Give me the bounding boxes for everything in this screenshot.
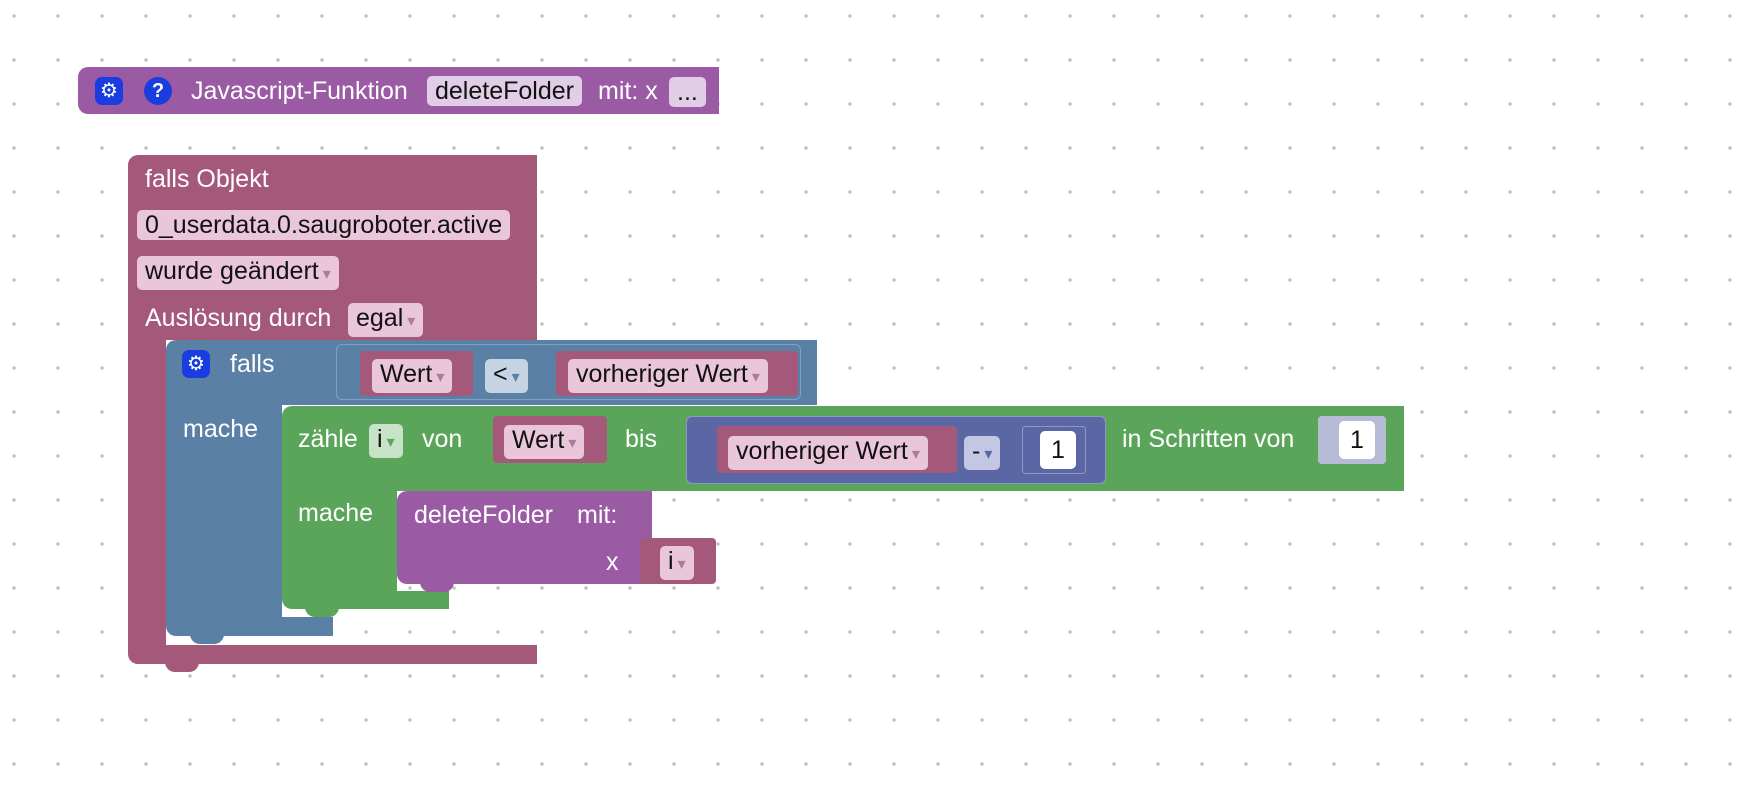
loop-variable-value: i	[377, 425, 383, 453]
call-mit-label: mit:	[577, 501, 618, 529]
loop-variable-dropdown[interactable]: i▾	[369, 424, 403, 458]
loop-from-dropdown[interactable]: Wert▾	[504, 425, 585, 459]
loop-to-label: bis	[625, 425, 657, 453]
function-call-block[interactable]	[397, 491, 652, 584]
loop-step-number-field[interactable]: 1	[1339, 421, 1375, 459]
trigger-header: falls Objekt	[145, 165, 269, 193]
trigger-block-left-arm	[128, 340, 166, 645]
trigger-block[interactable]	[128, 155, 537, 340]
compare-right-dropdown[interactable]: vorheriger Wert▾	[568, 359, 768, 393]
compare-operator-value: <	[493, 360, 508, 388]
function-definition-block[interactable]: ⚙ ? Javascript-Funktion deleteFolder mit…	[78, 67, 719, 114]
chevron-down-icon: ▾	[911, 446, 920, 463]
trigger-object-id-field[interactable]: 0_userdata.0.saugroboter.active	[137, 210, 511, 240]
math-number-field[interactable]: 1	[1040, 431, 1076, 469]
count-loop-bottom	[282, 591, 449, 609]
count-loop-left-arm	[282, 491, 397, 591]
trigger-block-bottom	[128, 645, 537, 664]
gear-icon[interactable]: ⚙	[182, 350, 210, 378]
function-title: Javascript-Funktion	[191, 77, 408, 105]
question-icon[interactable]: ?	[144, 77, 172, 105]
trigger-event-value: wurde geändert	[145, 257, 319, 285]
if-label: falls	[230, 350, 275, 378]
compare-left-value: Wert	[380, 360, 433, 388]
count-loop-bottom-notch	[305, 607, 339, 617]
trigger-block-bottom-notch	[165, 662, 199, 672]
chevron-down-icon: ▾	[568, 435, 577, 452]
loop-from-value: Wert	[512, 426, 565, 454]
compare-operator-dropdown[interactable]: <▾	[485, 359, 528, 393]
trigger-cause-label: Auslösung durch	[145, 304, 332, 332]
chevron-down-icon: ▾	[677, 556, 686, 573]
chevron-down-icon: ▾	[386, 434, 395, 451]
trigger-cause-value: egal	[356, 304, 404, 332]
chevron-down-icon: ▾	[511, 369, 520, 386]
if-block-bottom	[166, 617, 333, 636]
math-operator-dropdown[interactable]: -▾	[964, 436, 1001, 470]
compare-left-dropdown[interactable]: Wert▾	[372, 359, 453, 393]
call-function-name: deleteFolder	[414, 501, 553, 529]
loop-count-label: zähle	[298, 425, 358, 453]
function-args-label: mit: x	[598, 77, 658, 105]
trigger-cause-dropdown[interactable]: egal▾	[348, 303, 424, 337]
trigger-event-dropdown[interactable]: wurde geändert▾	[137, 256, 339, 290]
math-left-value: vorheriger Wert	[736, 437, 908, 465]
if-block-bottom-notch	[190, 634, 224, 644]
loop-from-label: von	[422, 425, 463, 453]
function-name-field[interactable]: deleteFolder	[427, 76, 582, 106]
compare-right-value: vorheriger Wert	[576, 360, 748, 388]
math-left-dropdown[interactable]: vorheriger Wert▾	[728, 436, 928, 470]
if-do-label: mache	[183, 415, 259, 443]
function-more-button[interactable]: ...	[669, 77, 706, 107]
call-param-label: x	[606, 548, 619, 576]
call-param-dropdown[interactable]: i▾	[660, 546, 694, 580]
function-call-bottom-notch	[420, 582, 454, 592]
chevron-down-icon: ▾	[751, 369, 760, 386]
if-block-left-arm	[166, 405, 282, 617]
chevron-down-icon: ▾	[322, 266, 331, 283]
call-param-value: i	[668, 547, 674, 575]
chevron-down-icon: ▾	[436, 369, 445, 386]
chevron-down-icon: ▾	[407, 313, 416, 330]
math-operator-value: -	[972, 437, 981, 465]
gear-icon[interactable]: ⚙	[95, 77, 123, 105]
loop-do-label: mache	[298, 499, 374, 527]
chevron-down-icon: ▾	[984, 446, 993, 463]
loop-step-label: in Schritten von	[1122, 425, 1295, 453]
